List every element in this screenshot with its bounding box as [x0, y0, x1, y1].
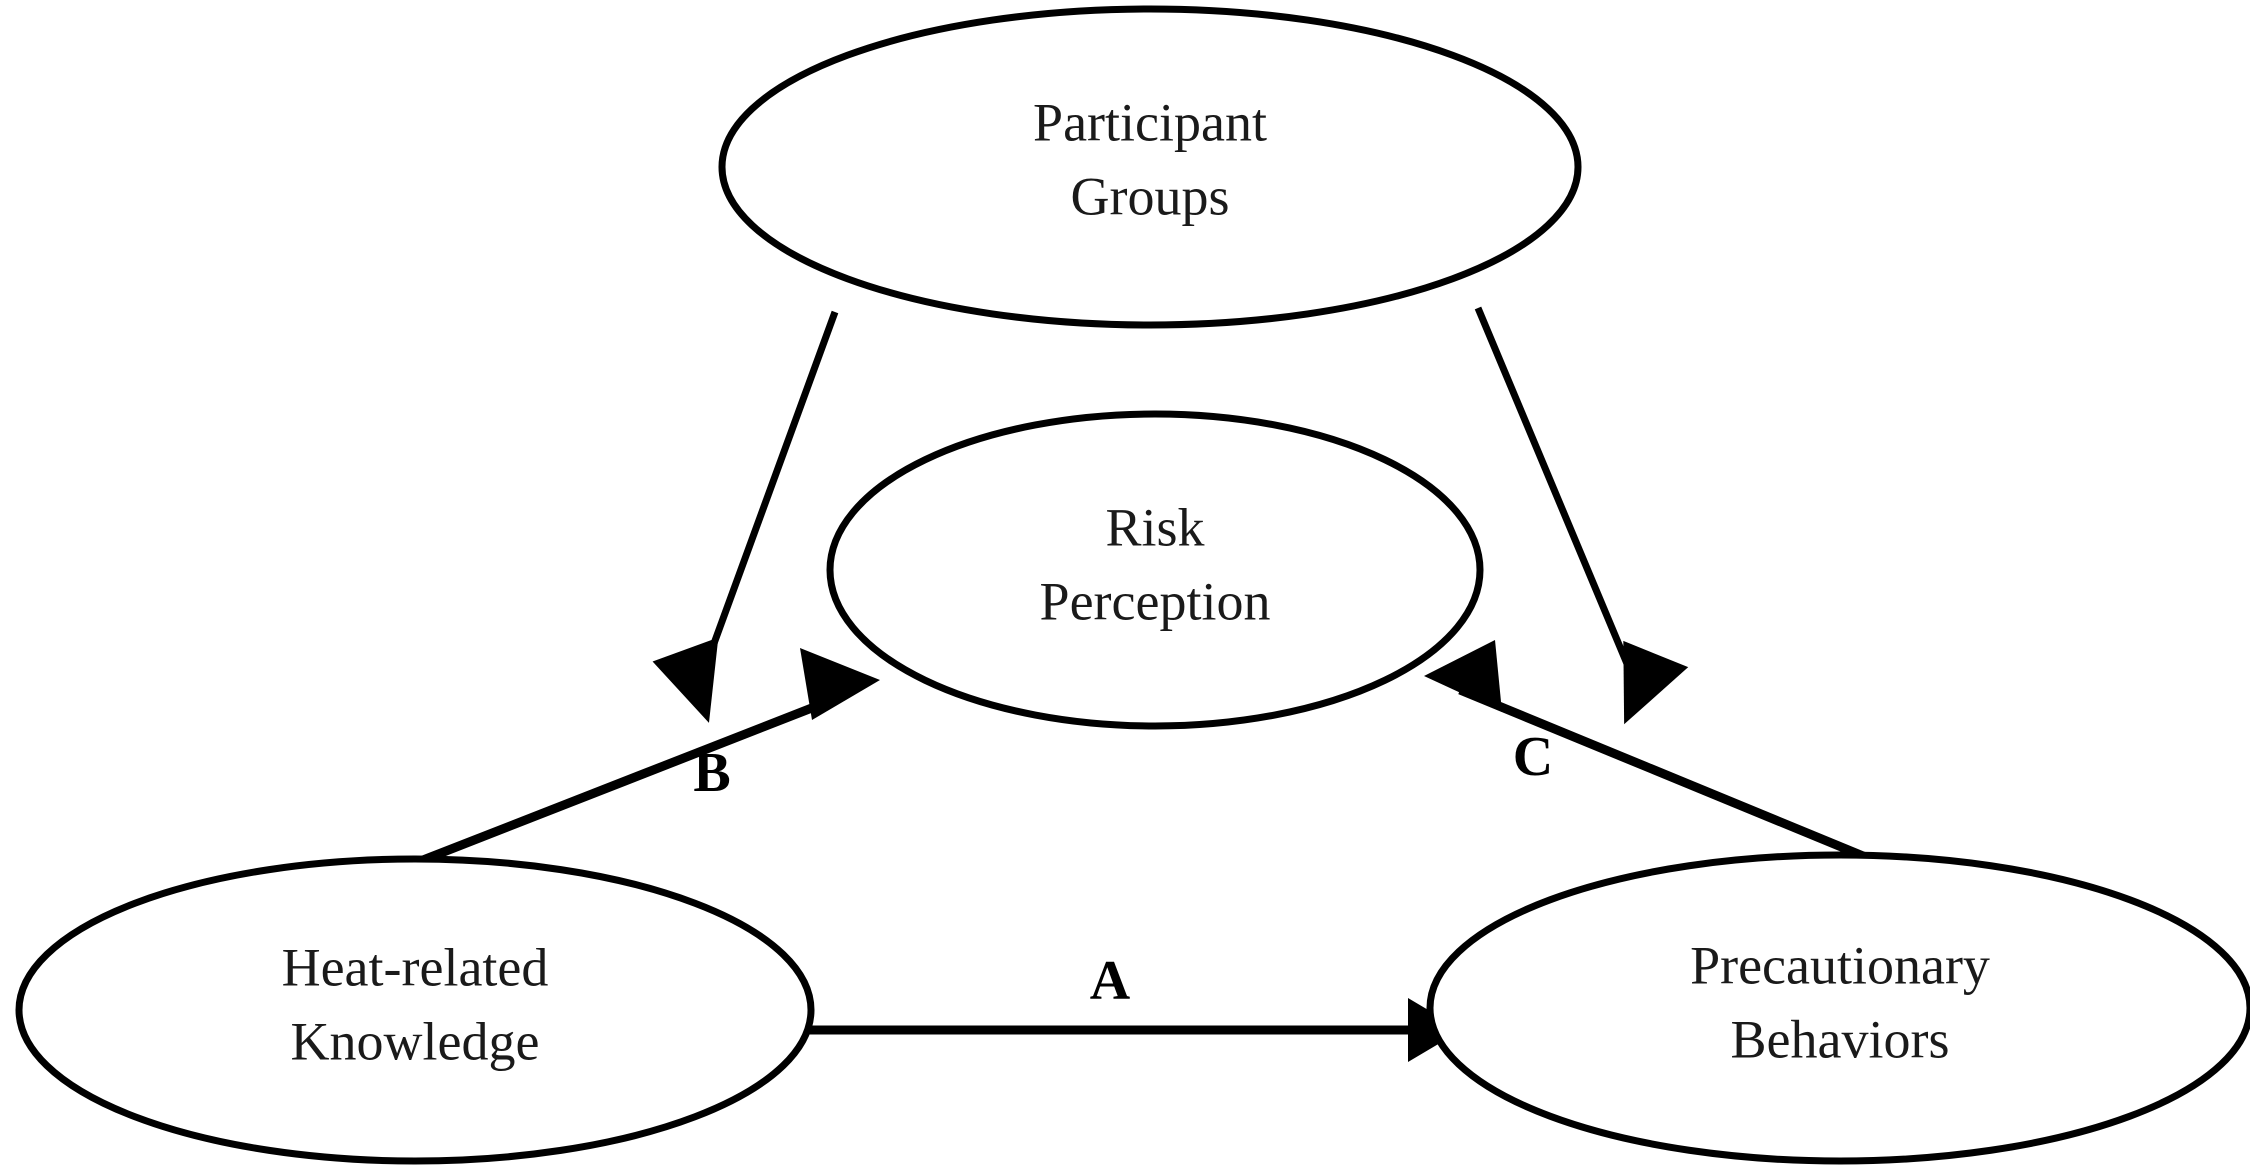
moderator-left-line: [693, 310, 839, 692]
participant-groups-label-line2: Groups: [1071, 166, 1230, 226]
edge-path-b: [416, 648, 880, 867]
edge-path-a: [808, 998, 1462, 1062]
risk-perception-label-line2: Perception: [1040, 571, 1271, 631]
path-label-b: B: [693, 742, 730, 804]
path-b-arrowhead: [800, 648, 880, 720]
path-b-line: [416, 690, 847, 867]
moderator-left-arrowhead: [652, 637, 719, 723]
heat-related-knowledge-label-line2: Knowledge: [291, 1011, 540, 1071]
risk-perception-ellipse[interactable]: [826, 410, 1484, 730]
node-heat-related-knowledge[interactable]: Heat-related Knowledge: [15, 855, 815, 1165]
moderator-right-arrowhead: [1623, 640, 1689, 725]
path-label-c: C: [1513, 726, 1553, 788]
path-label-a: A: [1090, 950, 1131, 1012]
edge-moderator-right: [1474, 306, 1689, 725]
path-c-arrowhead: [1424, 640, 1502, 712]
participant-groups-label-line1: Participant: [1033, 92, 1267, 152]
heat-related-knowledge-ellipse[interactable]: [15, 855, 815, 1165]
node-risk-perception[interactable]: Risk Perception: [826, 410, 1484, 730]
edge-moderator-left: [652, 310, 839, 723]
participant-groups-ellipse[interactable]: [718, 5, 1582, 329]
node-precautionary-behaviors[interactable]: Precautionary Behaviors: [1426, 851, 2250, 1165]
node-participant-groups[interactable]: Participant Groups: [718, 5, 1582, 329]
path-c-line: [1458, 685, 1870, 863]
risk-perception-label-line1: Risk: [1105, 497, 1204, 557]
edge-path-c: [1424, 640, 1870, 863]
moderator-right-line: [1474, 306, 1642, 692]
precautionary-behaviors-label-line2: Behaviors: [1731, 1009, 1950, 1069]
heat-related-knowledge-label-line1: Heat-related: [282, 937, 549, 997]
precautionary-behaviors-ellipse[interactable]: [1426, 851, 2250, 1165]
precautionary-behaviors-label-line1: Precautionary: [1690, 935, 1990, 995]
